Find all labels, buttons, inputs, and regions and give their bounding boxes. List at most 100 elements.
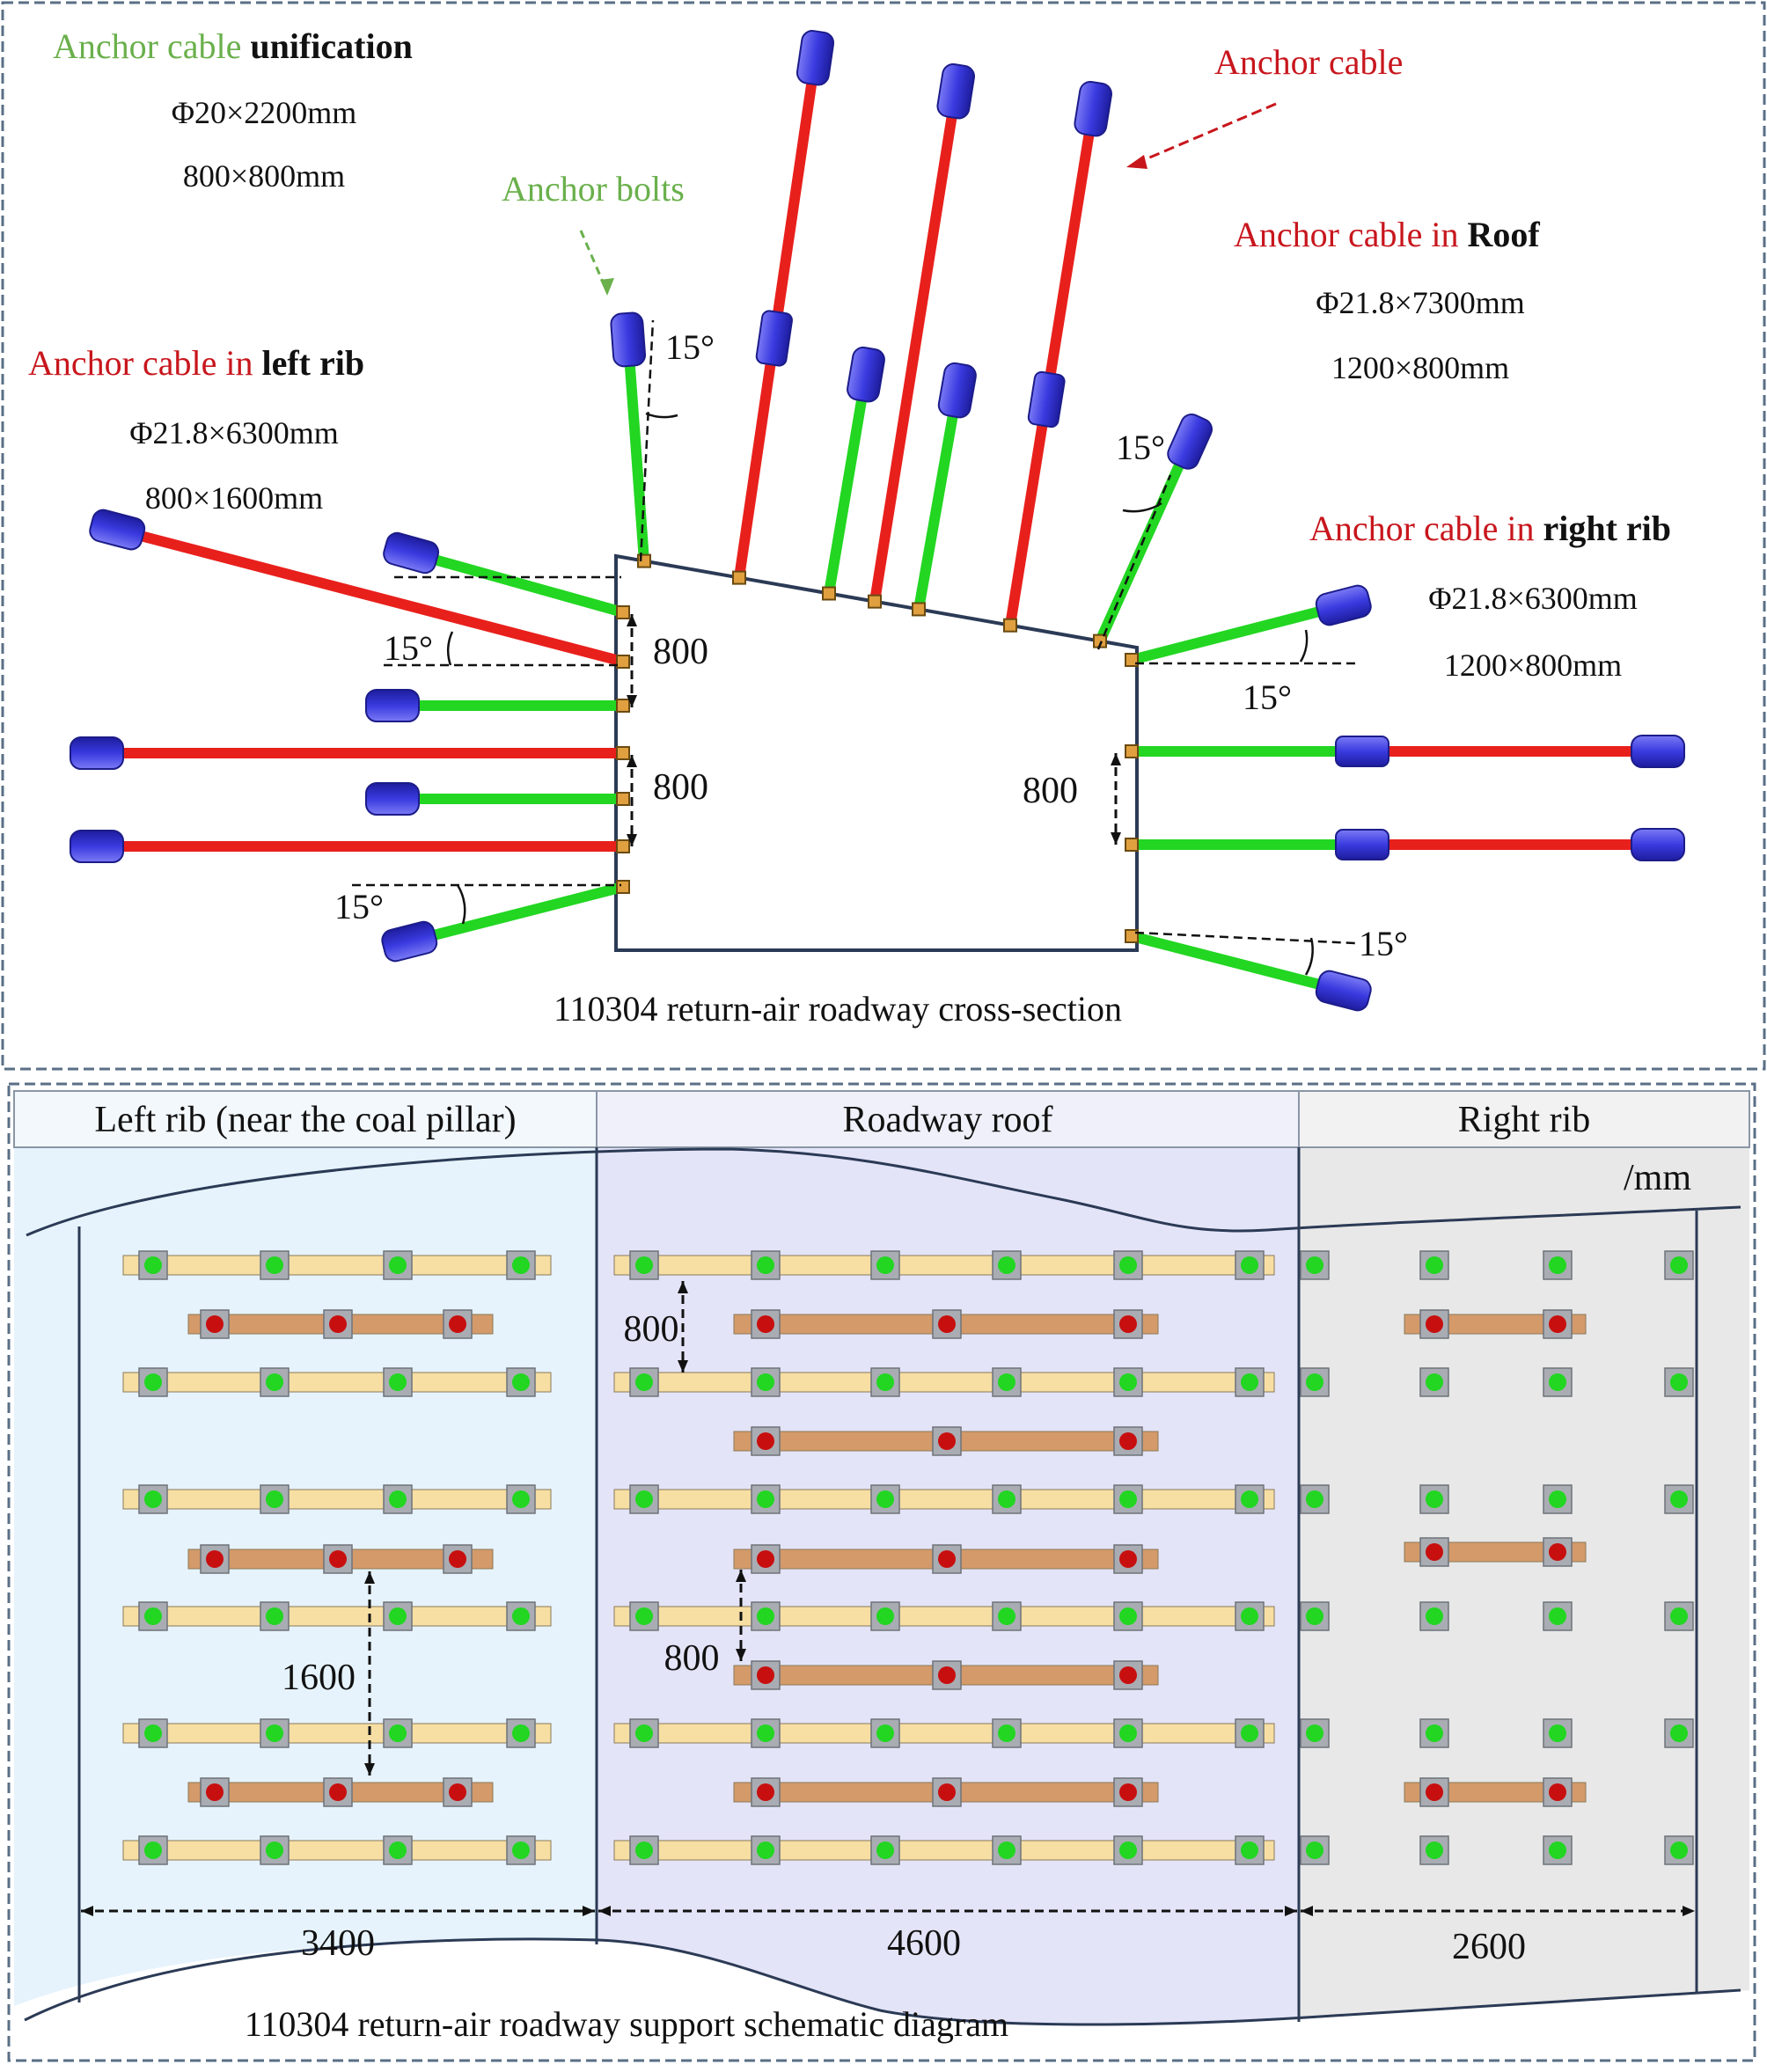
roof-bolt-5-4-dot (998, 1724, 1015, 1742)
right-cable-strip-3 (1404, 1782, 1587, 1803)
left-bolt-6-1-dot (144, 1841, 162, 1859)
roof-bolt-6-2-dot (757, 1841, 774, 1859)
roof-cable-3-mid-cyl (1027, 370, 1066, 428)
roof-cable-1-2-dot (938, 1315, 956, 1333)
roof-bolt-strip-1 (613, 1255, 1275, 1276)
cross-section-caption: 110304 return-air roadway cross-section (554, 989, 1122, 1029)
right-bolt-3-3-dot (1549, 1490, 1566, 1508)
angle-label-right-upper: 15° (1243, 677, 1292, 717)
left-bolt-3-4-dot (512, 1490, 530, 1508)
left-cable-1 (89, 509, 630, 669)
left-bolt-4-4-dot (512, 1607, 530, 1625)
left-bolt-6-3-dot (389, 1841, 407, 1859)
right-bolt-2-3-dot (1549, 1373, 1566, 1391)
right-bolt-3-2-dot (1426, 1490, 1443, 1508)
left-bolt-strip-1 (122, 1255, 552, 1276)
anchor-bolts-label: Anchor bolts (502, 169, 685, 209)
right-cable-3-2-dot (1549, 1783, 1566, 1801)
right-bolt-1 (1125, 584, 1372, 667)
left-bolt-2-1-dot (144, 1373, 162, 1391)
header-cell-left (13, 1090, 598, 1148)
left-bolt-1-2-dot (266, 1256, 283, 1274)
right-bolt-6-1-dot (1306, 1841, 1323, 1859)
left-cable-1-3-dot (449, 1315, 466, 1333)
roof-bolt-1-3-dot (876, 1256, 894, 1274)
right-cable-strip-1 (1404, 1314, 1587, 1335)
anchors-layer (70, 30, 1685, 1012)
support-plan-layer (122, 1250, 1694, 1865)
roof-cable-1-rod (734, 36, 824, 579)
roadway-outline (614, 553, 1139, 952)
right-cable-2-mid-cyl (1335, 829, 1389, 860)
plan-800-dim-lower-head-a (736, 1570, 746, 1582)
roof-bolt-1-1-dot (635, 1256, 653, 1274)
right-bolt-2-4-dot (1670, 1373, 1688, 1391)
right-cable-2-end-head (1631, 828, 1685, 861)
roof-cable-spec: Φ21.8×7300mm (1316, 285, 1525, 320)
roof-bolt-6-3-dot (876, 1841, 894, 1859)
left-bolt-3-end-head (365, 782, 420, 816)
left-bolt-2-2-dot (266, 1373, 283, 1391)
top-dimension-layer (352, 319, 1356, 976)
roof-bolt-6-5-dot (1119, 1841, 1137, 1859)
right-bolt-1-2-dot (1426, 1256, 1443, 1274)
roof-cable-2-end-cyl (936, 62, 975, 120)
roof-cable-3-end-head (1074, 80, 1112, 137)
width-3400: 3400 (301, 1923, 375, 1964)
right-cable-2-plate (1125, 838, 1139, 852)
left-cable-1-plate (616, 655, 630, 669)
roof-cable-1-1-dot (757, 1315, 774, 1333)
roof-bolt-1-5-dot (1119, 1256, 1137, 1274)
roof-cable-3-mid-head (1027, 370, 1066, 428)
left-bolt-2-1-square (138, 1367, 168, 1397)
dim-800-left-upper: 800 (653, 632, 708, 672)
header-roadway-roof: Roadway roof (842, 1100, 1052, 1140)
anchor-cable-pointer (1134, 102, 1277, 165)
roof-bolt-3-1-dot (635, 1490, 653, 1508)
roof-cable-1-end-cyl (796, 30, 835, 86)
roof-cable-3-3-dot (1119, 1550, 1137, 1568)
roof-bolt-1-end-head (610, 311, 647, 368)
roof-bolt-strip-3 (613, 1489, 1275, 1510)
left-bolt-2-4-dot (512, 1373, 530, 1391)
roof-cable-5-1-dot (757, 1783, 774, 1801)
roof-bolt-2 (822, 346, 885, 601)
right-cable-1-plate (1125, 744, 1139, 758)
anchor-bolts-arrowhead (600, 278, 614, 296)
right-bolt-1-4-dot (1670, 1256, 1688, 1274)
right-bolt-2 (1125, 929, 1372, 1012)
roof-cable-2 (868, 62, 975, 609)
roof-bolt-3-5-dot (1119, 1490, 1137, 1508)
roof-bolt-2-2-dot (757, 1373, 774, 1391)
roof-cable-1-end-head (796, 30, 835, 86)
left-bolt-2-3-dot (389, 1373, 407, 1391)
header-left-rib: Left rib (near the coal pillar) (94, 1100, 516, 1140)
left-bolt-4-end-head (381, 920, 438, 963)
roof-cable-spacing: 1200×800mm (1331, 350, 1509, 385)
angle-arc-roof-left (645, 412, 678, 419)
left-bolt-6-4-dot (512, 1841, 530, 1859)
left-bolt-strip-5 (122, 1723, 552, 1744)
roof-cable-3-end-cyl (1074, 80, 1112, 137)
roof-bolt-5-5-dot (1119, 1724, 1137, 1742)
roof-bolt-4-end-cyl (1167, 414, 1213, 470)
right-bolt-6-4-dot (1670, 1841, 1688, 1859)
roof-bolt-strip-5 (613, 1723, 1275, 1744)
roof-cable-2-2-dot (938, 1432, 956, 1450)
roof-bolt-strip-6 (613, 1840, 1275, 1861)
left-cable-2-end-head (70, 736, 124, 770)
left-bolt-2 (365, 689, 630, 722)
left-800-dim-lower-head-a (627, 755, 637, 767)
plan-dim-1600: 1600 (282, 1658, 356, 1698)
left-cable-1-2-dot (329, 1315, 347, 1333)
roof-bolt-2-5-square (1113, 1367, 1143, 1397)
roof-bolt-2-4-square (992, 1367, 1022, 1397)
roof-cable-2-1-dot (757, 1432, 774, 1450)
plan-4600-dim-head-a (598, 1906, 611, 1916)
plan-800-dim-upper-head-a (678, 1281, 688, 1293)
roof-cable-3-2-dot (938, 1550, 956, 1568)
left-bolt-5-4-dot (512, 1724, 530, 1742)
left-cable-1-rod (95, 519, 625, 667)
left-bolt-5-1-dot (144, 1724, 162, 1742)
